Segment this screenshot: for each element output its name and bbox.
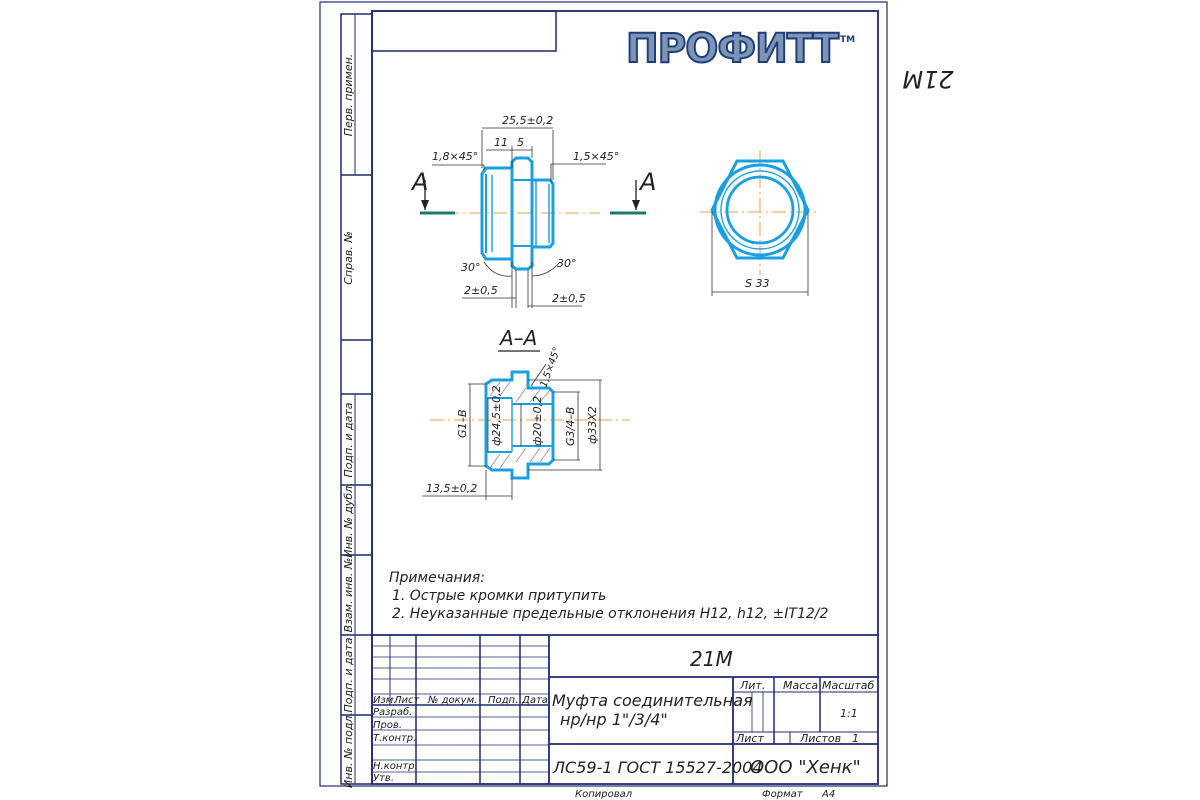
tb-sheet: Лист [735,732,764,745]
side-label-perv: Перв. примен. [342,54,355,137]
profitt-logo: ПРОФИТТ TM [625,25,855,73]
tb-scale-label: Масштаб [822,679,874,692]
tb-h-sign: Подп. [488,695,518,706]
dim-overall-length: 25,5±0,2 [502,114,553,127]
tb-h-date: Дата [521,695,548,706]
dim-angle-right: 30° [557,257,577,270]
section-title: А–А [498,326,537,350]
dim-chamfer-right: 1,5×45° [573,150,619,163]
tb-role-tkontr: Т.контр. [373,733,416,744]
dim-13-5: 13,5±0,2 [426,482,477,495]
dim-chamfer-left: 1,8×45° [432,150,478,163]
side-stamp: Перв. примен. Справ. № Подп. и дата Инв.… [340,13,373,788]
tb-role-utv: Утв. [373,773,394,784]
tb-lit: Лит. [739,679,765,692]
tb-material: ЛС59-1 ГОСТ 15527-2004 [552,758,763,777]
tb-format: А4 [821,789,835,800]
section-marker-right: А [638,168,656,196]
dim-g1b: G1–B [456,409,469,438]
side-label-sprav: Справ. № [342,231,355,285]
side-label-inv-dubl: Инв. № дубл. [342,482,355,557]
dim-2-left: 2±0,5 [464,284,498,297]
dim-d20: ф20±0,2 [531,396,544,446]
dim-d33: ф33X2 [586,406,599,444]
side-label-podp-2: Подп. и дата [342,637,355,712]
sheet-border [319,1,888,787]
dim-2-right: 2±0,5 [552,292,586,305]
tb-scale: 1:1 [840,707,858,720]
side-label-podp-1: Подп. и дата [342,402,355,477]
side-view: А А 25,5±0,2 11 5 1,8×45° 1,5×45° [410,114,656,308]
dim-section-chamfer: 1,5×45° [538,346,563,389]
tb-h-doc: № докум. [427,695,477,706]
note-2: 2. Неуказанные предельные отклонения H12… [392,606,828,622]
top-stamp-code: 21М [902,65,954,93]
dim-g34b: G3/4–B [564,407,577,446]
notes-title: Примечания: [389,570,485,586]
tb-mass: Масса [783,679,818,692]
logo-text: ПРОФИТТ [626,26,840,72]
notes: Примечания: 1. Острые кромки притупить 2… [389,570,828,622]
tb-code: 21М [690,647,733,671]
section-view: А–А [422,326,630,500]
tb-role-razrab: Разраб. [373,706,412,718]
top-stamp-box [371,10,557,52]
note-1: 1. Острые кромки притупить [392,588,606,604]
tb-sheets: Листов [799,732,841,745]
tb-h-izm: Изм. [373,695,397,706]
dim-hex-size: S 33 [745,277,769,290]
side-label-vzam: Взам. инв. № [342,558,355,633]
tb-copied: Копировал [575,789,633,800]
dim-11: 11 [494,136,508,149]
tb-name-line2: нр/нр 1"/3/4" [560,710,668,729]
tb-role-prov: Пров. [373,720,402,731]
tb-company: ООО "Хенк" [750,757,861,778]
tb-h-list: Лист [393,695,421,706]
hex-view: S 33 [700,150,820,296]
title-block: Изм. Лист № докум. Подп. Дата Разраб. Пр… [372,634,878,800]
dim-angle-left: 30° [461,261,481,274]
side-label-inv-podl: Инв. № подл. [342,712,355,788]
dim-5: 5 [517,136,524,149]
tb-name-line1: Муфта соединительная [552,691,753,710]
tb-role-nkontr: Н.контр. [373,761,418,772]
dim-d24: ф24,5±0,2 [490,385,503,446]
tb-sheets-count: 1 [852,732,859,745]
logo-tm: TM [840,35,855,45]
tb-format-label: Формат [762,789,804,800]
section-marker-left: А [410,168,428,196]
